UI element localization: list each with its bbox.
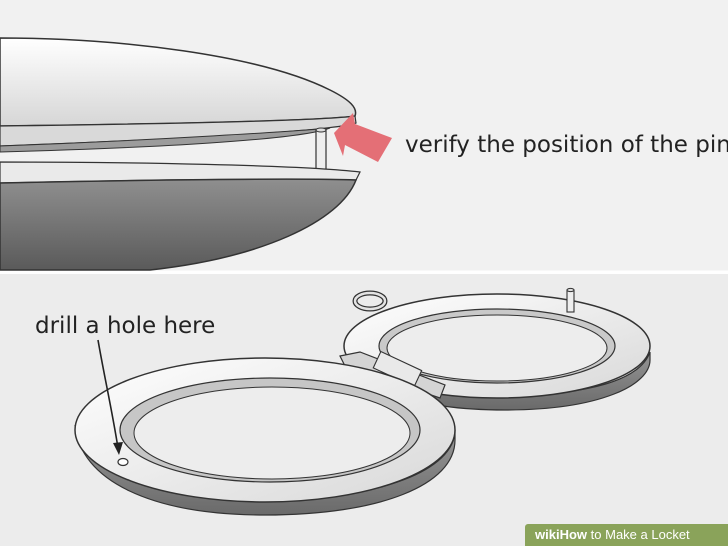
- watermark-how: How: [559, 527, 588, 542]
- drill-hole-marker: [117, 457, 129, 467]
- watermark-title: to Make a Locket: [590, 527, 690, 542]
- pin-annotation: verify the position of the pin: [405, 132, 728, 158]
- open-locket: [74, 287, 651, 516]
- locket-closeup: [0, 37, 361, 271]
- hole-annotation: drill a hole here: [35, 313, 216, 339]
- hole-pointer: [97, 339, 123, 455]
- pointer-arrow: [334, 113, 392, 162]
- watermark-brand: wiki: [535, 527, 560, 542]
- pin: [315, 129, 327, 171]
- wikihow-watermark: wikiHow to Make a Locket: [525, 524, 728, 546]
